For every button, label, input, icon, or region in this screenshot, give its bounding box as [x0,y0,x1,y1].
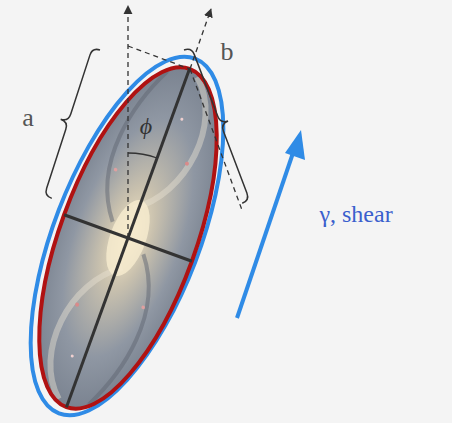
minor-offset-line [190,69,242,210]
vertical-axis [127,6,128,238]
brace-b [184,44,257,203]
major-axis-extension [190,9,211,69]
angle-label: ϕ [140,114,152,138]
axis-label: a [22,105,34,131]
brace-a [37,45,100,198]
projection-line [128,46,190,69]
shear-arrow [237,150,294,318]
shear-label: γ, shear [319,202,392,226]
angle-arc [128,153,157,158]
axis-label: b [221,39,234,65]
galaxy-image [0,32,268,423]
shear-arrowhead [285,130,305,160]
